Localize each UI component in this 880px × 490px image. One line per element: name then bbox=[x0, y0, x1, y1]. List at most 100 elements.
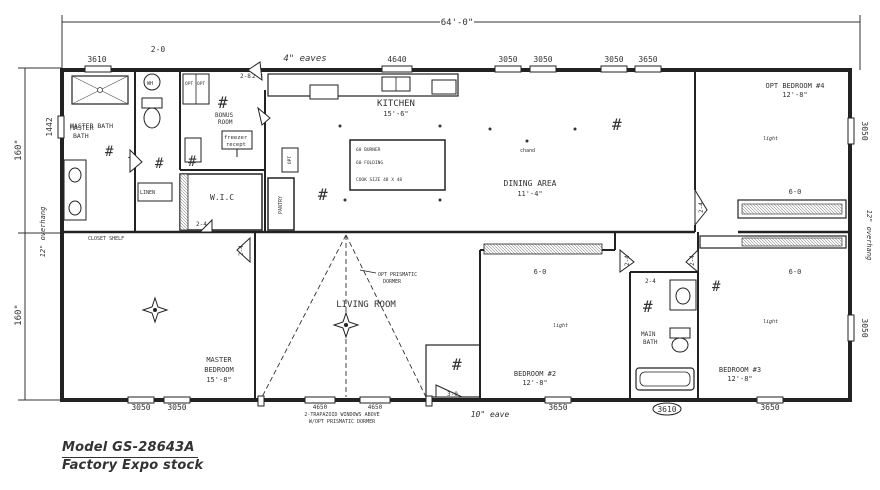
svg-text:2-4: 2-4 bbox=[196, 221, 207, 228]
side-windows: 1442 3050 3050 bbox=[45, 115, 869, 342]
pantry: PANTRY bbox=[267, 177, 295, 231]
overhang-left: 12" overhang bbox=[39, 207, 47, 258]
bottom-windows: 3050 3050 4650 4650 3650 3610 3650 bbox=[127, 396, 784, 416]
window-label: 3050 bbox=[604, 55, 623, 64]
bedroom3-label: BEDROOM #3 bbox=[719, 366, 761, 374]
master-bath: MASTER BATH # WH LINEN # T bbox=[63, 70, 173, 232]
door-label: 6-0 bbox=[789, 268, 802, 276]
window-label: 1442 bbox=[45, 117, 54, 136]
top-windows: 3610 2-0 4640 3050 3050 3050 3650 bbox=[84, 45, 662, 73]
bonus-room-line2: ROOM bbox=[218, 119, 233, 126]
svg-text:BATH: BATH bbox=[643, 339, 658, 346]
master-bath-label-line1: MASTER bbox=[70, 124, 94, 132]
door-label: 2-4 bbox=[624, 255, 631, 266]
hvac-mark: # bbox=[218, 93, 228, 112]
door-label: 2-8 bbox=[240, 73, 251, 80]
svg-text:OPT: OPT bbox=[185, 81, 193, 87]
hvac-mark: # bbox=[712, 279, 721, 295]
main-bath: # MAIN BATH 2-4 bbox=[629, 232, 699, 400]
svg-text:2-4: 2-4 bbox=[645, 278, 656, 285]
bedroom-2: 6-0 light BEDROOM #2 12'-8" # bbox=[425, 232, 616, 400]
hvac-mark: # bbox=[643, 297, 653, 316]
entry-doors bbox=[257, 395, 433, 407]
window-label: 3610 bbox=[87, 55, 106, 64]
door-label: 2-4 bbox=[698, 202, 705, 213]
master-bedroom-dim: 15'-8" bbox=[206, 376, 231, 384]
svg-text:freezer: freezer bbox=[224, 135, 248, 141]
door-swings: 2-4 2-4 2-4 2-4 2-4 3-0 2-8 bbox=[129, 61, 708, 398]
opt-dormer-line1: OPT PRISMATIC bbox=[378, 272, 417, 278]
overhang-right: 12" overhang bbox=[865, 210, 873, 261]
hvac-mark: # bbox=[318, 185, 328, 204]
bedroom2-dim: 12'-8" bbox=[522, 379, 547, 387]
window-label: 4640 bbox=[387, 55, 406, 64]
window-label: 3050 bbox=[498, 55, 517, 64]
kitchen: OPT KITCHEN 15'-6" 60 BURNER 60 FOLDING … bbox=[252, 73, 459, 204]
chand-label: chand bbox=[520, 148, 535, 154]
door-label: 6-0 bbox=[534, 268, 547, 276]
bonus-room-line1: BONUS bbox=[215, 112, 233, 119]
window-label: 4650 bbox=[368, 404, 383, 411]
door-label: 3-0 bbox=[447, 391, 458, 398]
island-note: COOK SIZE 48 X 48 bbox=[356, 177, 402, 183]
svg-text:WH: WH bbox=[147, 81, 153, 87]
pantry-label: PANTRY bbox=[278, 196, 284, 214]
walk-in-closet: W.I.C bbox=[179, 173, 263, 231]
window-label: 3650 bbox=[548, 403, 567, 412]
door-label: 6-0 bbox=[789, 188, 802, 196]
bedroom-3: light BEDROOM #3 12'-8" # bbox=[712, 279, 778, 383]
window-label: 3050 bbox=[860, 318, 869, 337]
closet-shelf-note: CLOSET SHELF bbox=[88, 236, 124, 242]
svg-text:MAIN: MAIN bbox=[641, 331, 656, 338]
svg-text:light: light bbox=[763, 319, 778, 325]
opt-bedroom4-dim: 12'-8" bbox=[782, 91, 807, 99]
linen-label: LINEN bbox=[140, 190, 155, 196]
caption-rule bbox=[62, 457, 198, 458]
svg-text:OPT: OPT bbox=[287, 156, 293, 164]
svg-text:2-4: 2-4 bbox=[238, 245, 245, 256]
island-note: 60 FOLDING bbox=[356, 160, 383, 166]
opt-dormer-line2: DORMER bbox=[383, 279, 402, 285]
window-label: 4650 bbox=[313, 404, 328, 411]
window-label: 3050 bbox=[167, 403, 186, 412]
window-label: 3050 bbox=[131, 403, 150, 412]
dormer-windows-line1: 2-TRAPAZOID WINDOWS ABOVE bbox=[304, 412, 379, 418]
door-label: 2-4 bbox=[689, 255, 696, 266]
master-bath-label-line2: BATH bbox=[73, 132, 89, 140]
exterior-walls bbox=[60, 68, 852, 402]
bonus-room: OPT OPT # BONUS ROOM freezer recept # bbox=[179, 70, 266, 232]
wic-label: W.I.C bbox=[210, 193, 234, 202]
hvac-mark: # bbox=[105, 144, 114, 160]
living-room: LIVING ROOM OPT PRISMATIC DORMER 2-TRAPA… bbox=[254, 232, 427, 425]
svg-text:MASTER: MASTER bbox=[206, 356, 232, 364]
bedroom3-dim: 12'-8" bbox=[727, 375, 752, 383]
svg-text:recept: recept bbox=[226, 142, 246, 148]
opt-bedroom4-label: OPT BEDROOM #4 bbox=[765, 82, 824, 90]
hvac-mark: # bbox=[452, 355, 462, 374]
bedroom2-label: BEDROOM #2 bbox=[514, 370, 556, 378]
overall-dimension-label: 64'-0" bbox=[441, 18, 474, 28]
living-room-label: LIVING ROOM bbox=[336, 300, 396, 310]
left-dim-upper: 160" bbox=[14, 139, 24, 161]
hvac-mark: # bbox=[188, 154, 197, 170]
room-label-master-bath: MASTER BATH bbox=[70, 122, 113, 130]
overall-dimension: 64'-0" bbox=[61, 15, 861, 70]
dining-area: DINING AREA 11'-4" chand # bbox=[488, 115, 622, 198]
window-label: 2-0 bbox=[151, 45, 166, 54]
kitchen-label: KITCHEN bbox=[377, 99, 415, 109]
model-caption: Model GS-28643A bbox=[62, 440, 195, 455]
window-label: 3650 bbox=[638, 55, 657, 64]
window-label: 3650 bbox=[760, 403, 779, 412]
light-label: light bbox=[763, 136, 778, 142]
eaves-bottom: 10" eave bbox=[471, 410, 510, 419]
hall-closet: 6-0 bbox=[699, 235, 847, 276]
room-label: MASTER BATH bbox=[70, 122, 113, 130]
window-label: 3610 bbox=[657, 405, 676, 414]
svg-text:light: light bbox=[553, 323, 568, 329]
island-note: 60 BURNER bbox=[356, 147, 381, 153]
hvac-mark: # bbox=[155, 156, 164, 172]
left-dimensions: 160" 160" 12" overhang bbox=[14, 67, 62, 401]
master-bedroom: MASTER BEDROOM 15'-8" bbox=[141, 296, 234, 384]
window-label: 3050 bbox=[533, 55, 552, 64]
